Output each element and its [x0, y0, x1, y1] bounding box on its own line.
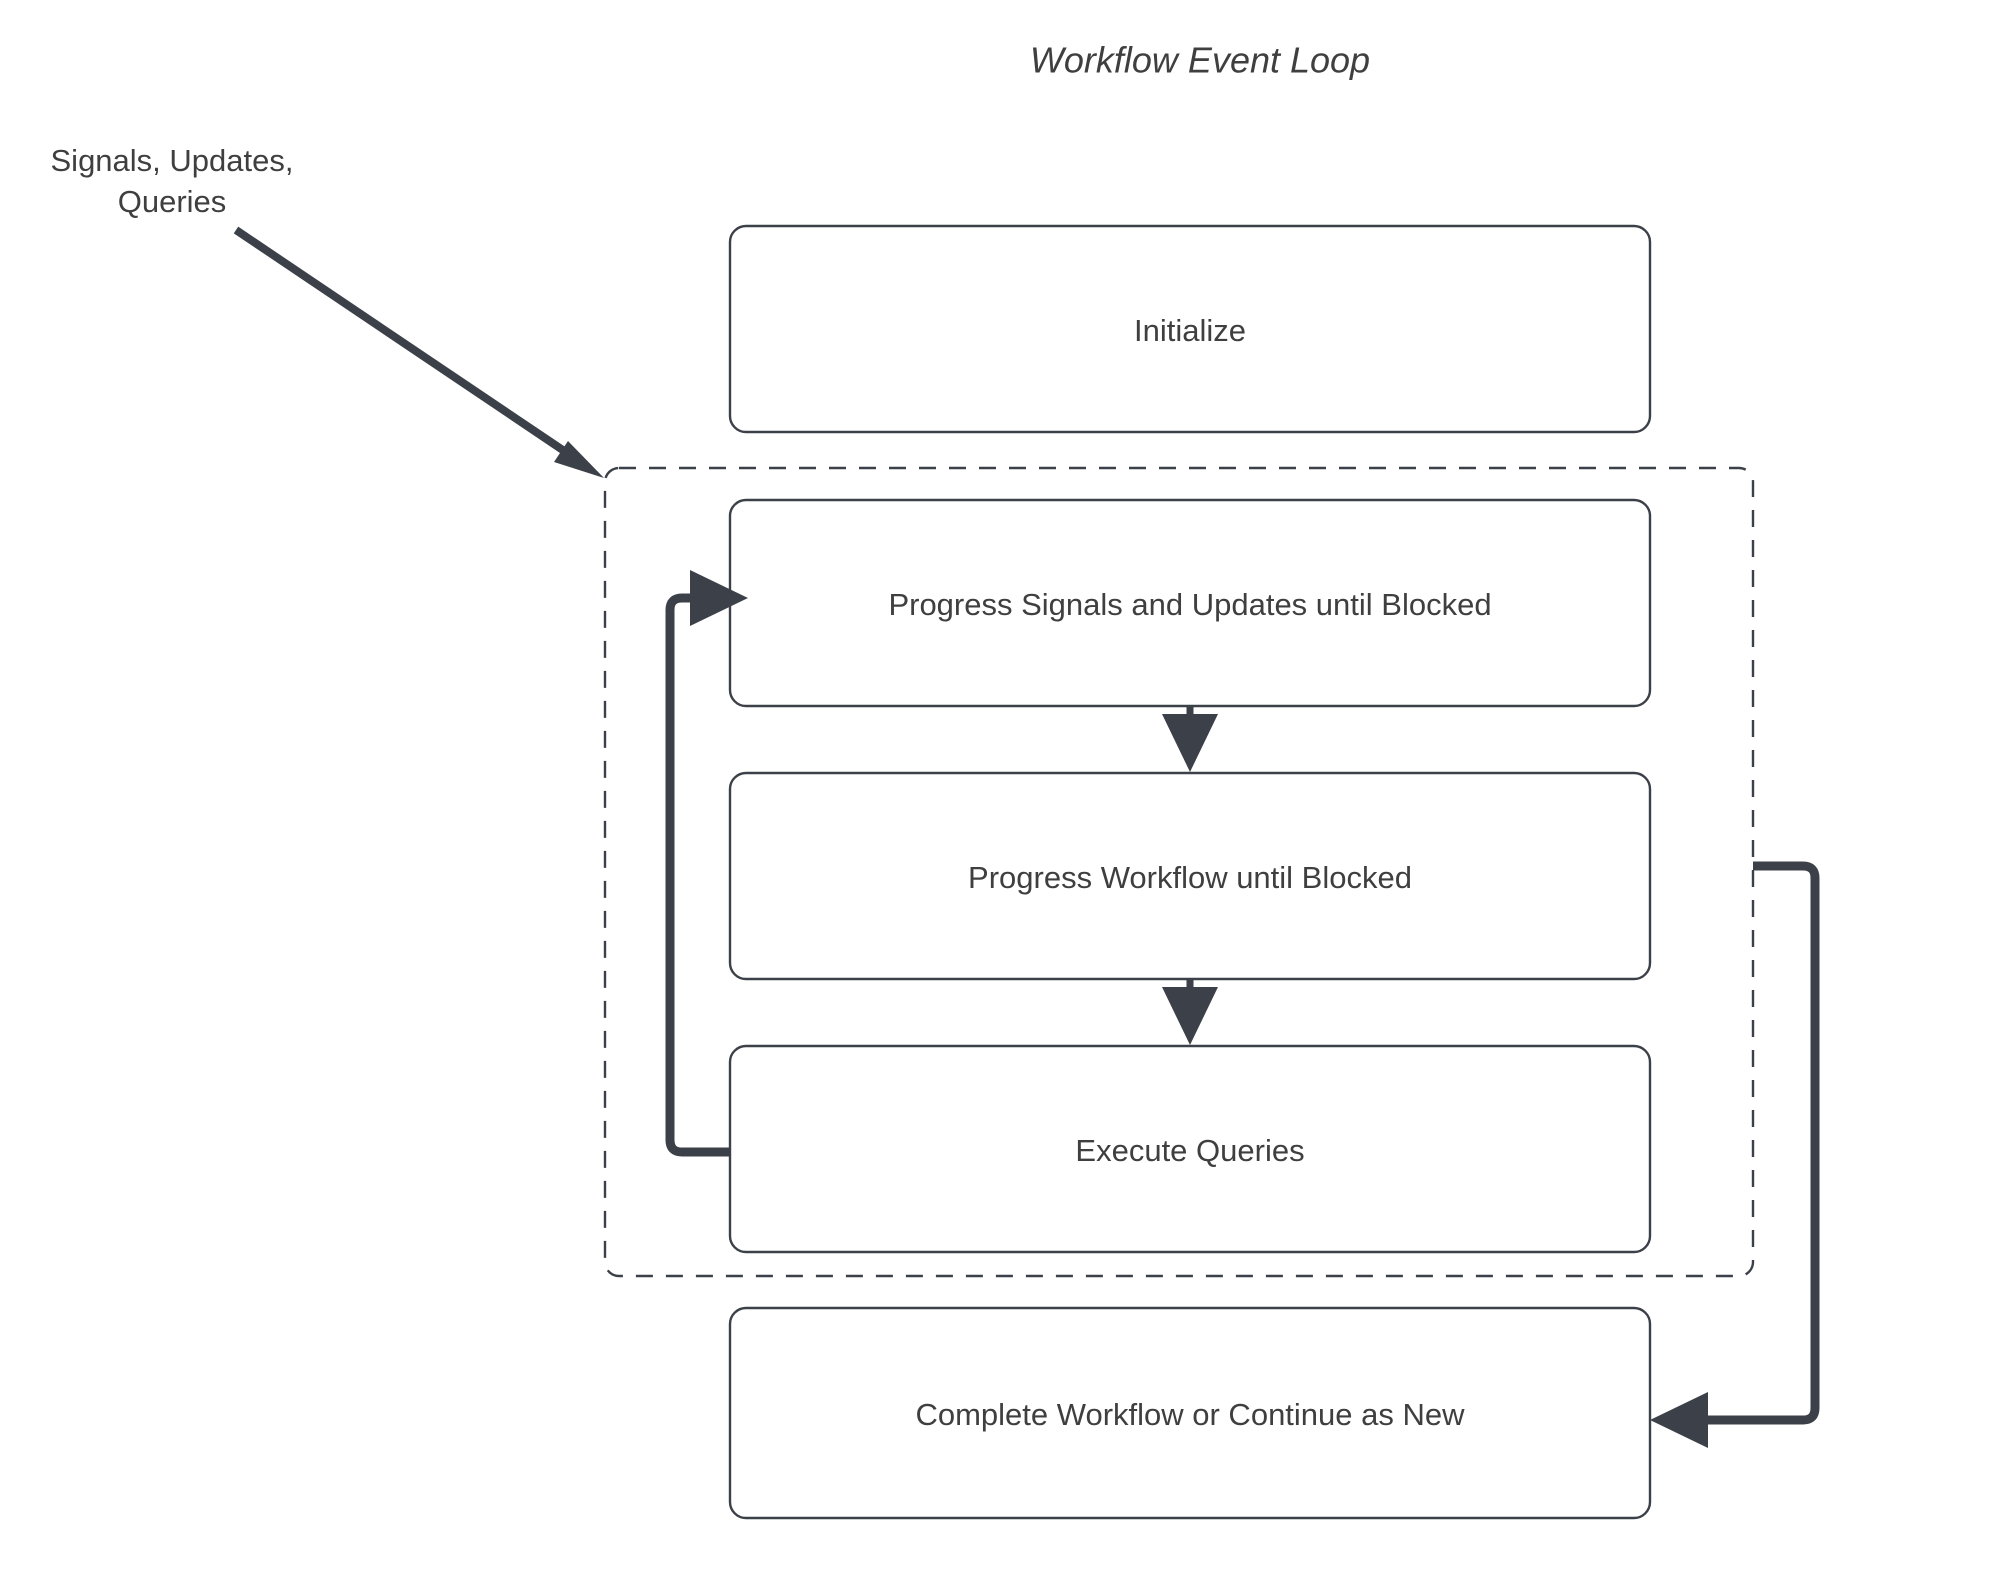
node-execute-queries-label: Execute Queries	[1075, 1133, 1304, 1168]
edge-progress-workflow-to-execute-queries	[1162, 979, 1218, 1045]
event-loop-group-border	[603, 466, 1755, 1278]
edge-progress-signals-to-progress-workflow	[1162, 706, 1218, 772]
node-complete-workflow-box[interactable]	[728, 1306, 1652, 1520]
external-input-label-line2: Queries	[118, 184, 227, 219]
node-execute-queries[interactable]: Execute Queries	[728, 1044, 1652, 1254]
node-progress-signals-label: Progress Signals and Updates until Block…	[888, 587, 1491, 622]
arrowhead-icon	[1650, 1392, 1708, 1448]
arrowhead-icon	[1162, 987, 1218, 1045]
edge-external-input-to-loop	[233, 226, 604, 478]
node-complete-workflow[interactable]: Complete Workflow or Continue as New	[728, 1306, 1652, 1520]
edge-execute-queries-to-progress-signals	[665, 570, 748, 1157]
node-progress-signals[interactable]: Progress Signals and Updates until Block…	[728, 498, 1652, 708]
node-progress-workflow[interactable]: Progress Workflow until Blocked	[728, 771, 1652, 981]
arrowhead-icon	[1162, 714, 1218, 772]
node-initialize-label: Initialize	[1134, 313, 1246, 348]
edge-loop-to-complete-workflow	[1650, 861, 1820, 1448]
page-title: Workflow Event Loop	[1030, 40, 1370, 81]
arrowhead-icon	[690, 570, 748, 626]
external-input-label-line1: Signals, Updates,	[51, 143, 294, 178]
arrowhead-icon	[554, 441, 604, 478]
node-complete-workflow-label: Complete Workflow or Continue as New	[915, 1397, 1465, 1432]
node-progress-workflow-label: Progress Workflow until Blocked	[968, 860, 1412, 895]
node-initialize[interactable]: Initialize	[728, 224, 1652, 434]
node-initialize-box[interactable]	[728, 224, 1652, 434]
